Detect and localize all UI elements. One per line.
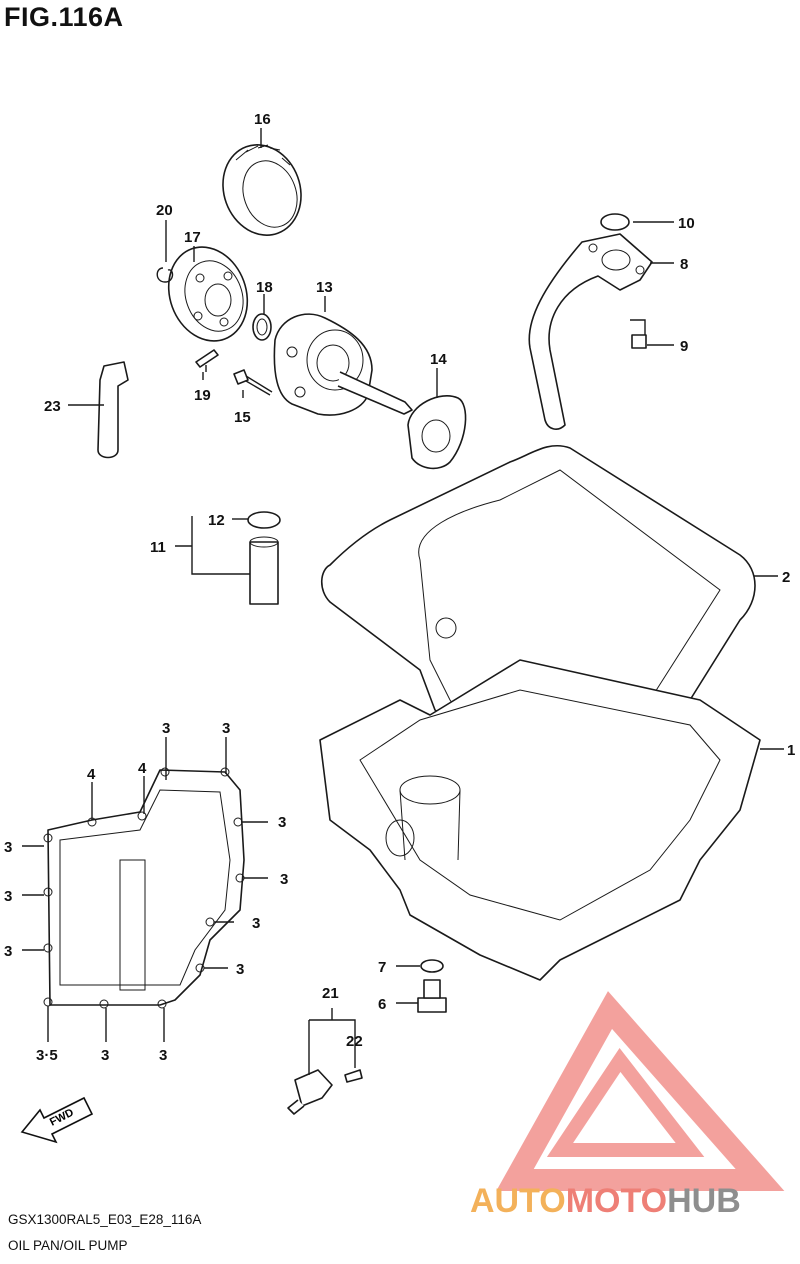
callout-3: 3 [159,1047,167,1064]
part-15-bolt[interactable] [233,369,273,396]
watermark-logo: AUTOMOTOHUB [470,991,785,1220]
figure-title: FIG.116A [4,2,124,32]
callout-22: 22 [346,1033,363,1050]
callout-3: 3 [4,888,12,905]
part-9-bolt[interactable] [630,319,647,349]
part-7-washer[interactable] [420,959,444,973]
callout-3: 3 [101,1047,109,1064]
callout-3-5: 3·5 [36,1047,58,1064]
callout-3: 3 [280,871,288,888]
callout-3: 3 [278,814,286,831]
callout-16: 16 [254,111,271,128]
part-18-washer[interactable] [252,313,272,341]
part-20-clip[interactable] [156,267,174,283]
callout-17: 17 [184,229,201,246]
callout-3: 3 [4,943,12,960]
callout-1: 1 [787,742,795,759]
callout-3: 3 [252,915,260,932]
callout-2: 2 [782,569,790,586]
svg-text:AUTOMOTOHUB: AUTOMOTOHUB [470,1182,741,1220]
callout-12: 12 [208,512,225,529]
callout-6: 6 [378,996,386,1013]
part-11-pipe[interactable] [249,536,279,605]
callout-15: 15 [234,409,251,426]
callout-14: 14 [430,351,447,368]
watermark-auto: AUTO [470,1182,566,1220]
part-23-bracket[interactable] [97,361,129,459]
callout-13: 13 [316,279,333,296]
part-22-screw[interactable] [344,1069,363,1083]
callout-3: 3 [236,961,244,978]
callout-18: 18 [256,279,273,296]
watermark-hub: HUB [667,1182,741,1220]
callout-8: 8 [680,256,688,273]
diagram-code: GSX1300RAL5_E03_E28_116A [8,1212,202,1227]
part-6-drain-plug[interactable] [417,979,447,1013]
callout-21: 21 [322,985,339,1002]
part-1-oil-pan[interactable] [319,659,761,981]
part-12-o-ring[interactable] [247,511,281,529]
callout-10: 10 [678,215,695,232]
callout-9: 9 [680,338,688,355]
callout-19: 19 [194,387,211,404]
leader-lines [22,128,784,1075]
diagram-name: OIL PAN/OIL PUMP [8,1238,128,1253]
part-13-oil-pump[interactable] [273,313,413,416]
callout-3: 3 [162,720,170,737]
part-16-ring[interactable] [211,134,314,246]
callout-23: 23 [44,398,61,415]
part-10-o-ring[interactable] [600,213,630,231]
callout-7: 7 [378,959,386,976]
fwd-arrow-icon: FWD [20,1096,94,1144]
callout-4: 4 [138,760,147,777]
callout-11: 11 [150,539,166,556]
part-17-gear[interactable] [156,236,260,352]
callout-3: 3 [4,839,12,856]
callout-4: 4 [87,766,96,783]
part-14-gasket[interactable] [407,395,467,470]
part-21-oil-pressure-switch[interactable] [287,1069,333,1115]
part-8-oil-strainer[interactable] [528,233,653,430]
callout-3: 3 [222,720,230,737]
part-19-pin[interactable] [195,349,219,368]
callout-20: 20 [156,202,173,219]
watermark-moto: MOTO [566,1182,667,1220]
